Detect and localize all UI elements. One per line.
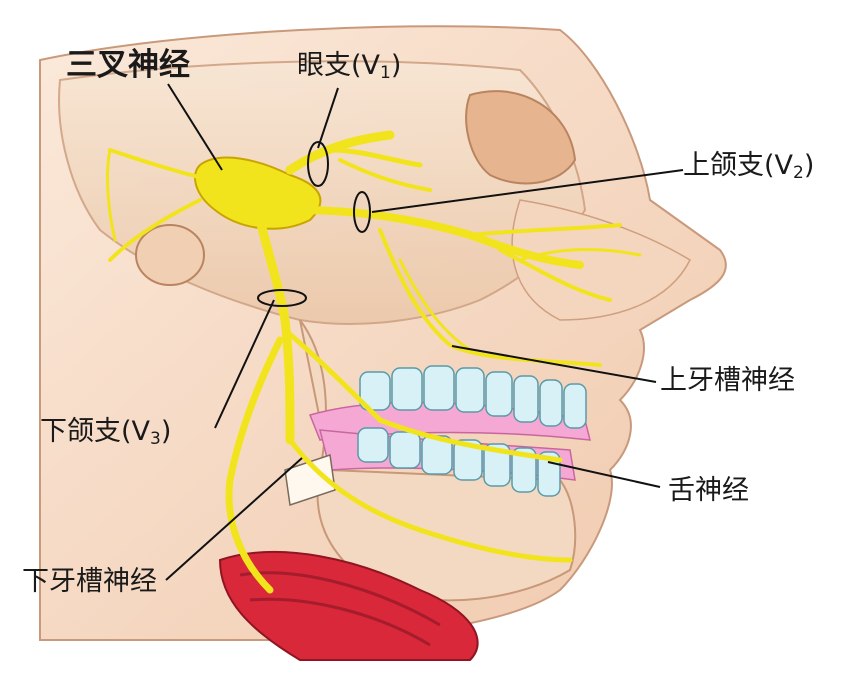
label-mandibular-branch: 下颌支(V3) bbox=[40, 418, 171, 448]
label-maxillary-main: 上颌支(V bbox=[683, 150, 794, 181]
ring-v2 bbox=[353, 191, 371, 233]
label-ophthalmic-sub: 1 bbox=[380, 63, 391, 83]
label-ophthalmic-end: ) bbox=[390, 50, 402, 81]
label-mandibular-main: 下颌支(V bbox=[40, 416, 151, 447]
label-superior-alveolar-nerve: 上牙槽神经 bbox=[660, 365, 795, 396]
label-lingual-nerve: 舌神经 bbox=[668, 475, 749, 506]
diagram-title: 三叉神经 bbox=[66, 47, 190, 83]
bone-cut bbox=[284, 454, 336, 506]
lower-teeth bbox=[357, 427, 561, 497]
label-maxillary-branch: 上颌支(V2) bbox=[683, 152, 814, 182]
neck-muscle bbox=[218, 550, 479, 661]
label-mandibular-sub: 3 bbox=[150, 429, 161, 449]
label-ophthalmic-branch: 眼支(V1) bbox=[297, 52, 401, 82]
label-inferior-alveolar-nerve: 下牙槽神经 bbox=[22, 566, 157, 597]
label-ophthalmic-main: 眼支(V bbox=[297, 50, 381, 81]
label-mandibular-end: ) bbox=[160, 416, 172, 447]
upper-teeth bbox=[359, 365, 587, 429]
leader-lines bbox=[165, 83, 684, 581]
ring-v3 bbox=[257, 289, 307, 307]
ear-condyle bbox=[135, 224, 205, 286]
orbit bbox=[465, 90, 577, 185]
label-maxillary-sub: 2 bbox=[793, 163, 804, 183]
label-maxillary-end: ) bbox=[803, 150, 815, 181]
ring-v1 bbox=[307, 141, 329, 187]
nerve-network bbox=[106, 130, 642, 594]
